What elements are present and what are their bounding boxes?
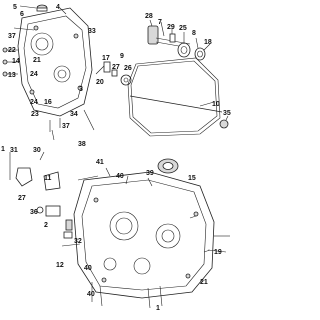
callout-37-top: 37 bbox=[8, 33, 16, 40]
callout-17: 17 bbox=[102, 55, 110, 62]
filler-cap-part bbox=[36, 4, 48, 12]
callout-labels: 5 4 6 28 7 29 25 8 37 33 9 22 14 21 17 2… bbox=[1, 4, 231, 312]
callout-19: 19 bbox=[214, 249, 222, 256]
callout-18: 18 bbox=[204, 39, 212, 46]
callout-8: 8 bbox=[192, 30, 196, 37]
callout-7: 7 bbox=[158, 19, 162, 26]
callout-41: 41 bbox=[96, 159, 104, 166]
callout-14: 14 bbox=[12, 58, 20, 65]
case-bolts bbox=[91, 235, 230, 309]
callout-16: 16 bbox=[44, 99, 52, 106]
callout-13: 13 bbox=[8, 72, 16, 79]
callout-9: 9 bbox=[120, 53, 124, 60]
callout-24b: 24 bbox=[30, 99, 38, 106]
shift-bracket-parts bbox=[9, 152, 99, 247]
callout-37-mid: 37 bbox=[62, 123, 70, 130]
callout-24: 24 bbox=[30, 71, 38, 78]
callout-23: 23 bbox=[31, 111, 39, 118]
callout-15: 15 bbox=[188, 175, 196, 182]
callout-3: 3 bbox=[79, 86, 83, 93]
callout-32: 32 bbox=[74, 238, 82, 245]
callout-40-bottom: 40 bbox=[87, 291, 95, 298]
callout-27b: 27 bbox=[18, 195, 26, 202]
callout-1-top: 1 bbox=[1, 146, 5, 153]
callout-27: 27 bbox=[112, 64, 120, 71]
callout-25: 25 bbox=[179, 25, 187, 32]
callout-2: 2 bbox=[44, 222, 48, 229]
callout-28: 28 bbox=[145, 13, 153, 20]
callout-12: 12 bbox=[56, 262, 64, 269]
callout-22: 22 bbox=[8, 47, 16, 54]
gasket bbox=[127, 57, 221, 137]
leader-lines bbox=[13, 5, 229, 253]
callout-4: 4 bbox=[56, 4, 60, 11]
callout-21b: 21 bbox=[200, 279, 208, 286]
callout-5: 5 bbox=[13, 4, 17, 11]
callout-34: 34 bbox=[70, 111, 78, 118]
callout-11: 11 bbox=[44, 175, 52, 182]
callout-20: 20 bbox=[96, 79, 104, 86]
callout-30: 30 bbox=[33, 147, 41, 154]
callout-21: 21 bbox=[33, 57, 41, 64]
exploded-parts-diagram: 5 4 6 28 7 29 25 8 37 33 9 22 14 21 17 2… bbox=[1, 4, 231, 312]
callout-29: 29 bbox=[167, 24, 175, 31]
callout-10: 10 bbox=[212, 101, 220, 108]
callout-40-top: 40 bbox=[116, 173, 124, 180]
callout-31: 31 bbox=[10, 147, 18, 154]
callout-6: 6 bbox=[20, 11, 24, 18]
callout-33: 33 bbox=[88, 28, 96, 35]
shaft-and-seals bbox=[147, 25, 206, 61]
cover-bolts bbox=[2, 47, 95, 132]
callout-35: 35 bbox=[223, 110, 231, 117]
long-rod bbox=[129, 95, 229, 129]
callout-39: 39 bbox=[146, 170, 154, 177]
bearing-seal bbox=[157, 158, 179, 174]
callout-1-bottom: 1 bbox=[156, 305, 160, 312]
callout-40-mid: 40 bbox=[84, 265, 92, 272]
case-cover bbox=[17, 7, 93, 117]
callout-26: 26 bbox=[124, 65, 132, 72]
callout-36: 36 bbox=[30, 209, 38, 216]
callout-38: 38 bbox=[78, 141, 86, 148]
transmission-case bbox=[73, 171, 215, 299]
